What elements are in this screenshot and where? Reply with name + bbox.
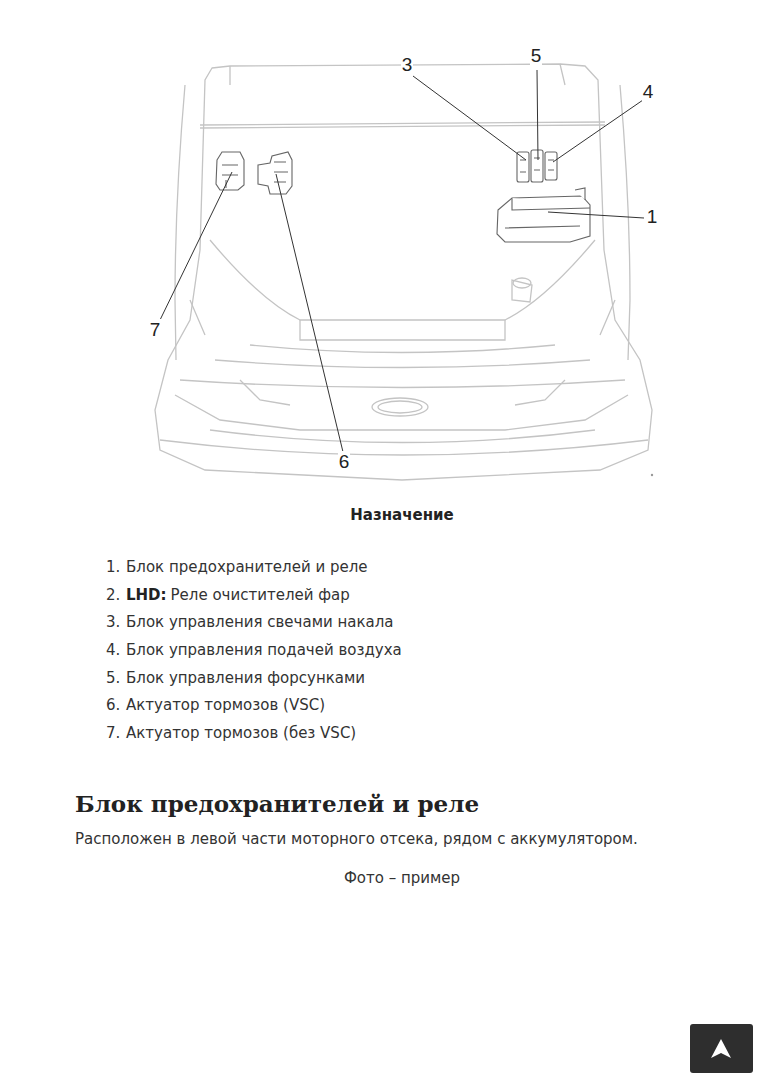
brake-actuator-vsc	[258, 152, 292, 194]
list-number: 6.	[106, 696, 120, 714]
callout-number: 3	[401, 54, 414, 77]
paragraph: Расположен в левой части моторного отсек…	[75, 830, 638, 848]
list-number: 2.	[106, 586, 120, 604]
leader-lines	[160, 70, 644, 452]
list-text: Блок управления форсунками	[126, 669, 365, 687]
list-number: 4.	[106, 641, 120, 659]
section-heading: Блок предохранителей и реле	[75, 790, 479, 818]
list-number: 5.	[106, 669, 120, 687]
section-subtitle: Назначение	[350, 506, 453, 524]
components	[216, 150, 590, 242]
list-tag: LHD:	[126, 586, 167, 604]
list-number: 7.	[106, 724, 120, 742]
list-text: Реле очистителей фар	[171, 586, 350, 604]
callout-number: 1	[646, 206, 659, 229]
list-text: Актуатор тормозов (VSC)	[126, 696, 325, 714]
glow-plug-controller	[517, 152, 529, 182]
dot	[651, 474, 653, 476]
list-text: Блок управления подачей воздуха	[126, 641, 402, 659]
callout-number: 6	[338, 451, 351, 474]
list-text: Блок управления свечами накала	[126, 613, 394, 631]
brake-actuator-no-vsc	[216, 152, 244, 190]
list-number: 1.	[106, 558, 120, 576]
scroll-top-button	[690, 1024, 753, 1073]
list-number: 3.	[106, 613, 120, 631]
car-outline	[155, 64, 652, 480]
callout-number: 5	[530, 45, 543, 68]
list-text: Актуатор тормозов (без VSC)	[126, 724, 356, 742]
callout-number: 7	[149, 319, 162, 342]
photo-caption: Фото – пример	[344, 869, 460, 887]
air-controller	[545, 152, 557, 180]
injector-controller	[531, 150, 543, 182]
list-text: Блок предохранителей и реле	[126, 558, 368, 576]
callout-number: 4	[642, 81, 655, 104]
